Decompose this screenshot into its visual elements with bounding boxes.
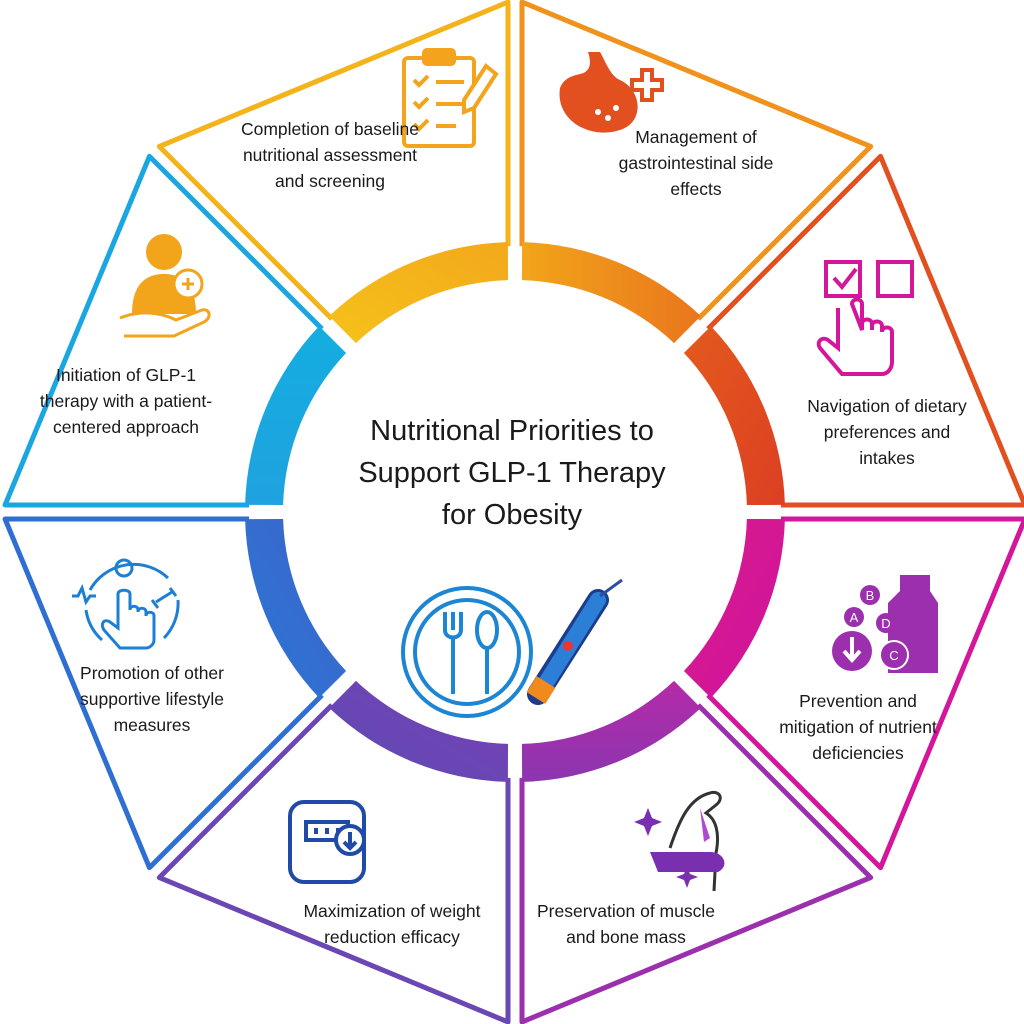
plate-fork-spoon-icon [401, 586, 533, 718]
svg-text:B: B [866, 588, 875, 603]
vitamins-milk-icon: B A D C [832, 575, 938, 673]
diagram-title: Nutritional Priorities to Support GLP-1 … [358, 415, 666, 531]
muscle-arm-icon [634, 790, 725, 892]
segment-nutrient-deficiencies-band [521, 680, 701, 782]
segment-muscle-bone-band [329, 680, 509, 782]
checkbox-hand-icon [816, 260, 914, 376]
segment-gi-side-effects-outline [706, 153, 1024, 508]
svg-text:C: C [889, 648, 898, 663]
segment-label-lifestyle: Promotion of other supportive lifestyle … [80, 663, 224, 735]
segment-dietary-preferences-band [683, 518, 785, 698]
segment-weight-reduction-outline [2, 516, 324, 871]
segment-label-glp1-initiation: Initiation of GLP-1 therapy with a patie… [39, 365, 213, 437]
segment-label-nutrient-deficiencies: Prevention and mitigation of nutrient de… [779, 691, 937, 763]
segment-label-muscle-bone: Preservation of muscle and bone mass [537, 901, 715, 947]
segment-glp1-initiation-band [329, 242, 509, 344]
patient-care-icon [119, 234, 211, 338]
segment-baseline-assessment-band [521, 242, 701, 344]
injection-pen-icon [526, 578, 623, 705]
segment-label-baseline-assessment: Completion of baseline nutritional asses… [240, 119, 420, 191]
svg-text:A: A [850, 610, 859, 625]
segment-label-dietary-preferences: Navigation of dietary preferences and in… [807, 396, 967, 468]
clipboard-checklist-icon [402, 48, 499, 148]
segment-lifestyle-band [245, 326, 347, 506]
segment-label-gi-side-effects: Management of gastrointestinal side effe… [618, 127, 774, 199]
segment-dietary-preferences-outline [706, 516, 1024, 871]
lifestyle-hand-icon [72, 558, 180, 650]
segment-label-weight-reduction: Maximization of weight reduction efficac… [303, 901, 481, 947]
segment-muscle-bone-outline [156, 703, 511, 1024]
segment-weight-reduction-band [245, 518, 347, 698]
svg-text:D: D [881, 616, 890, 631]
weight-scale-icon [288, 800, 366, 884]
stomach-plus-icon [559, 52, 664, 133]
segment-gi-side-effects-band [683, 326, 785, 506]
